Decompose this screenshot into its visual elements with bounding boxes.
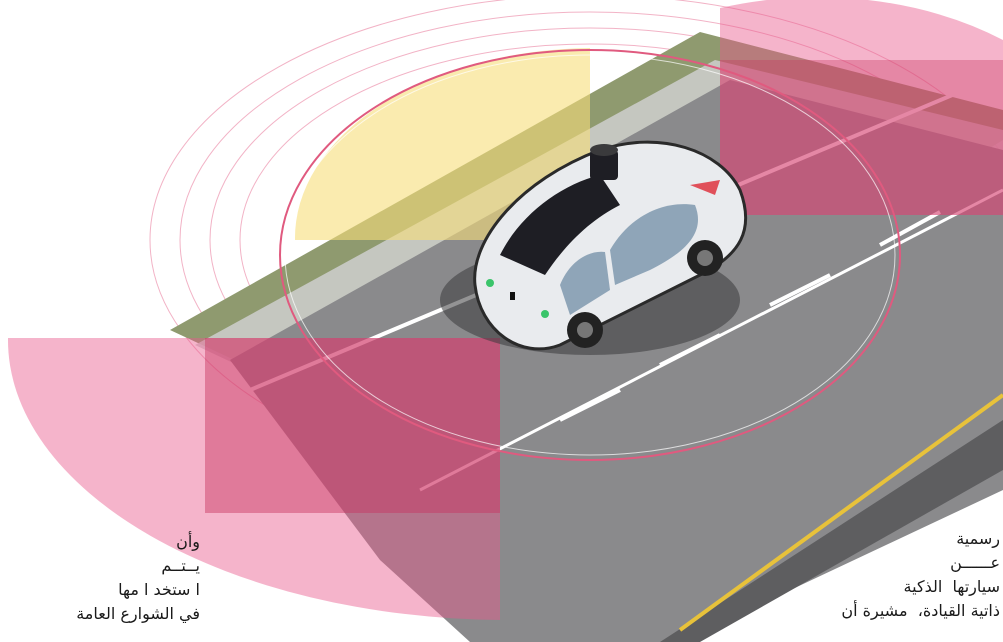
front-sensor-box	[720, 60, 1003, 215]
text-line: سيارتها الذكية	[880, 575, 1000, 599]
text-line: وأن	[60, 530, 200, 554]
text-line: عــــــن	[880, 551, 1000, 575]
text-line: رسمية	[880, 527, 1000, 551]
text-line: ذاتية القيادة، مشيرة أن	[880, 599, 1000, 623]
text-line: يــتــم	[60, 554, 200, 578]
text-line: ا ستخد ا مها	[60, 578, 200, 602]
rear-sensor-box	[205, 338, 500, 513]
text-line: في الشوارع العامة	[60, 602, 200, 626]
lidar-sensor-icon	[590, 144, 618, 180]
